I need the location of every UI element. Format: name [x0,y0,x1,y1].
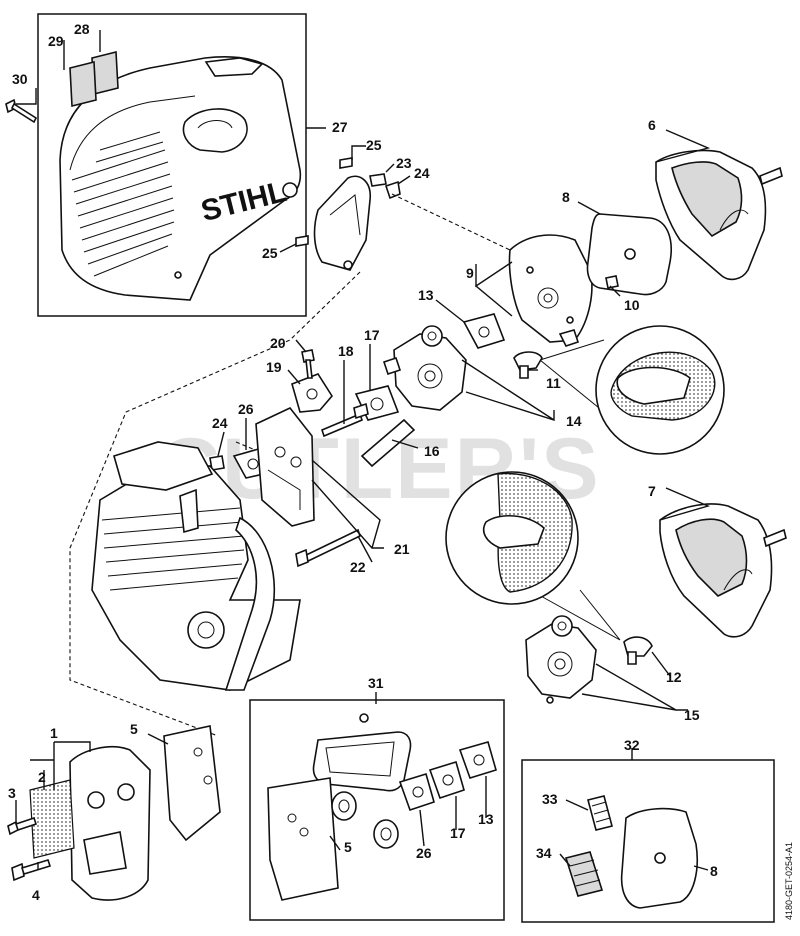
label-21: 21 [394,541,410,557]
tune-up-kit-contents [564,795,699,909]
choke-knob-12[interactable] [623,636,653,665]
gasket-set-frame [249,699,505,921]
label-29: 29 [48,33,64,49]
muffler-1[interactable] [69,746,151,901]
label-24a: 24 [414,165,430,181]
label-8a: 8 [562,189,570,205]
nut-10[interactable] [605,275,619,289]
bracket-part[interactable] [295,157,401,271]
label-18: 18 [338,343,354,359]
gasket-13[interactable] [462,313,506,349]
label-24b: 24 [212,415,228,431]
label-26b: 26 [416,845,432,861]
label-7: 7 [648,483,656,499]
shroud-kit-frame [37,13,307,317]
bracket-19[interactable] [291,373,333,413]
label-20: 20 [270,335,286,351]
hose-16[interactable] [360,418,416,468]
screw-3[interactable] [7,816,38,836]
label-27: 27 [332,119,348,135]
label-16: 16 [424,443,440,459]
cover-7[interactable] [659,503,787,638]
label-1: 1 [50,725,58,741]
label-26a: 26 [238,401,254,417]
screw-22[interactable] [295,528,361,568]
label-28: 28 [74,21,90,37]
label-17b: 17 [450,825,466,841]
label-22: 22 [350,559,366,575]
label-13a: 13 [418,287,434,303]
part-labels: 30 29 28 27 25 23 24 25 6 8 9 10 13 11 1… [8,21,718,903]
spark-screen-2[interactable] [29,779,75,859]
label-4: 4 [32,887,40,903]
label-2: 2 [38,769,46,785]
air-filter-8[interactable] [586,213,672,296]
label-8b: 8 [710,863,718,879]
label-34: 34 [536,845,552,861]
detail-circle-choke-11 [539,325,725,455]
label-13b: 13 [478,811,494,827]
label-14: 14 [566,413,582,429]
label-23: 23 [396,155,412,171]
cover-6[interactable] [655,149,783,281]
label-5a: 5 [130,721,138,737]
screw-30[interactable] [5,98,38,124]
air-filter-base[interactable] [508,234,593,347]
label-33: 33 [542,791,558,807]
nut-24[interactable] [209,455,225,471]
leader-lines [15,30,711,871]
label-11: 11 [546,375,561,391]
gasket-set-contents [267,713,497,901]
shroud-part[interactable]: STIHL [59,56,302,301]
screw-18[interactable] [321,402,369,438]
engine-block[interactable] [91,441,301,691]
carburetor-14[interactable] [382,325,467,411]
label-17a: 17 [364,327,380,343]
label-25b: 25 [262,245,278,261]
label-3: 3 [8,785,16,801]
label-stickers [69,50,119,108]
intake-manifold-21[interactable] [255,407,315,527]
label-5b: 5 [344,839,352,855]
reference-code: 4180-GET-0254-A1 [784,842,794,920]
label-6: 6 [648,117,656,133]
label-12: 12 [666,669,682,685]
detail-circle-choke-12 [445,471,621,641]
carburetor-15[interactable] [525,615,597,704]
label-25a: 25 [366,137,382,153]
screw-4[interactable] [11,859,52,882]
label-30: 30 [12,71,28,87]
label-10: 10 [624,297,640,313]
label-32: 32 [624,737,640,753]
gasket-5[interactable] [163,725,221,842]
label-15: 15 [684,707,700,723]
label-31: 31 [368,675,384,691]
label-19: 19 [266,359,282,375]
screw-20[interactable] [301,349,315,379]
label-9: 9 [466,265,474,281]
tune-up-kit-frame [521,759,775,923]
choke-knob-11[interactable] [513,351,543,379]
